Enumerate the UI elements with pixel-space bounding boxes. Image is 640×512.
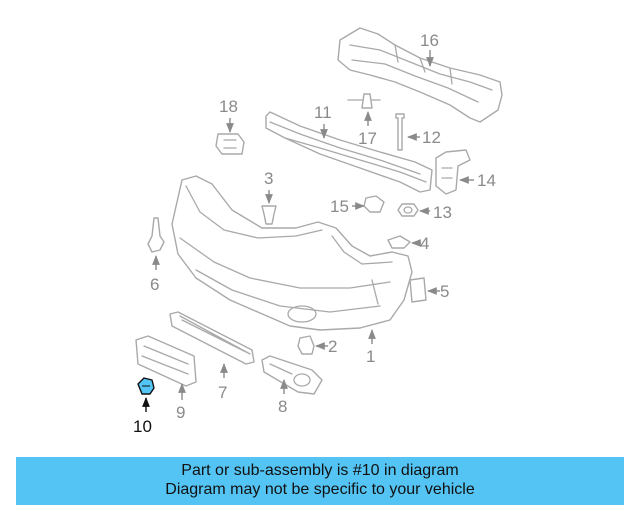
callout-14: 14 [477,171,496,190]
part-1-bumper-cover: 1 [171,175,413,366]
part-13-nut: 13 [397,203,452,222]
part-7-grille: 7 [169,311,255,402]
callout-15: 15 [330,197,349,216]
parts-diagram: 16 11 17 12 18 14 3 [133,27,503,436]
part-10-clip-highlighted[interactable]: 10 [133,377,155,436]
part-3-clip: 3 [261,169,277,225]
callout-6: 6 [150,275,159,294]
callout-18: 18 [219,97,238,116]
callout-7: 7 [218,383,227,402]
callout-11: 11 [314,103,332,122]
part-2-lamp: 2 [297,335,337,356]
part-12-bolt: 12 [395,113,441,151]
part-18-bracket: 18 [215,97,245,155]
part-8-fog-cover: 8 [261,355,323,416]
banner-line-2: Diagram may not be specific to your vehi… [165,481,475,498]
banner-line-1: Part or sub-assembly is #10 in diagram [181,462,459,479]
callout-12: 12 [422,128,441,147]
callout-16: 16 [420,31,439,50]
callout-5: 5 [440,282,449,301]
callout-17: 17 [358,129,377,148]
callout-4: 4 [420,234,429,253]
part-11-reinforcement: 11 [265,103,433,193]
callout-13: 13 [433,203,452,222]
part-16-absorber: 16 [337,27,503,123]
callout-3: 3 [264,169,273,188]
callout-1: 1 [366,347,375,366]
part-17-stud: 17 [347,93,381,148]
part-14-bracket: 14 [435,149,496,195]
callout-2: 2 [328,337,337,356]
part-4-clip: 4 [387,234,429,253]
part-15-screw: 15 [330,195,385,216]
callout-10: 10 [133,417,152,436]
info-banner: Part or sub-assembly is #10 in diagram D… [16,457,624,505]
callout-8: 8 [278,397,287,416]
part-9-plate-bracket: 9 [135,335,197,422]
part-6-bracket: 6 [147,217,165,294]
part-5-marker: 5 [409,277,449,303]
callout-9: 9 [176,403,185,422]
